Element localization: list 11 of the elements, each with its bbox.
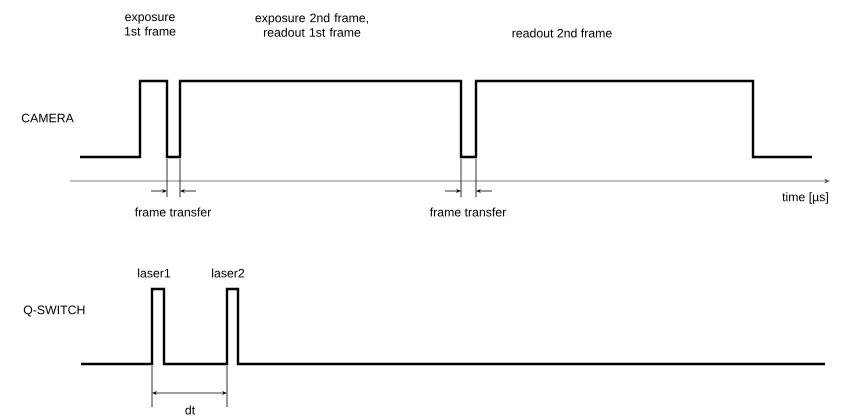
axis-label: time [µs]: [782, 192, 828, 204]
phase-label: readout 2nd frame: [512, 28, 612, 38]
dimension-label: frame transfer: [134, 208, 212, 217]
pulse-label: laser2: [212, 268, 244, 278]
phase-label: exposure 2nd frame, readout 1st frame: [255, 13, 368, 37]
dimension-label: dt: [185, 406, 196, 415]
dimension-label: frame transfer: [430, 208, 506, 217]
signal-name: CAMERA: [22, 114, 74, 122]
phase-label: exposure 1st frame: [124, 14, 176, 36]
signal-name: Q-SWITCH: [24, 306, 84, 316]
pulse-label: laser1: [138, 268, 170, 278]
